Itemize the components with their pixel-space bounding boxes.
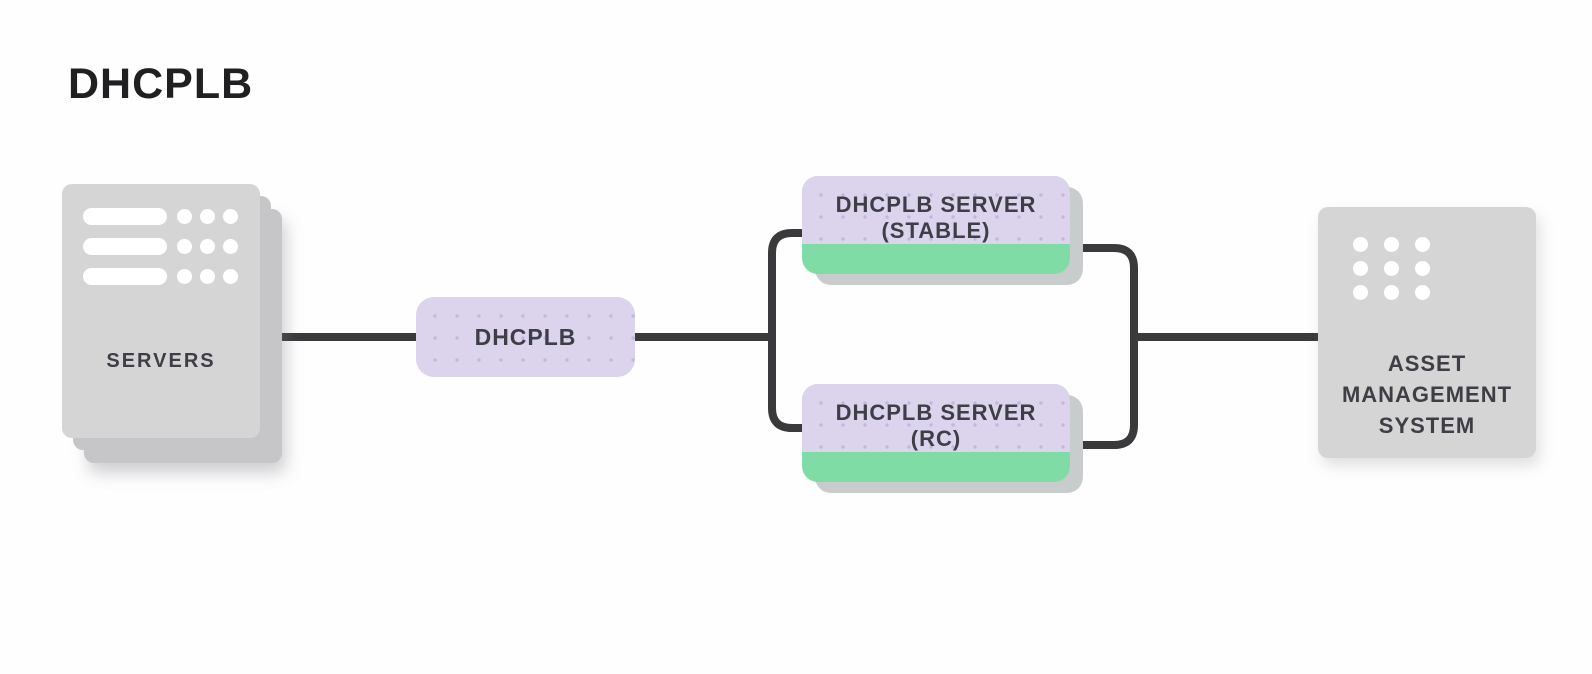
- bar: [83, 268, 167, 285]
- asset-management-label: ASSET MANAGEMENT SYSTEM: [1318, 348, 1536, 441]
- asset-management-node: ASSET MANAGEMENT SYSTEM: [1318, 207, 1536, 458]
- dot: [1384, 285, 1399, 300]
- servers-node: SERVERS: [62, 184, 282, 463]
- dot: [1353, 237, 1368, 252]
- dot: [200, 209, 215, 224]
- dhcplb-label: DHCPLB: [474, 323, 577, 350]
- dot: [177, 239, 192, 254]
- dot: [1353, 285, 1368, 300]
- bar: [83, 208, 167, 225]
- dhcplb-server-stable-label-line2: (STABLE): [881, 218, 991, 243]
- dhcplb-server-rc-label-line2: (RC): [910, 426, 962, 451]
- edge-branch-left: [768, 229, 806, 432]
- dot: [1353, 261, 1368, 276]
- server-rack-row: [83, 268, 238, 285]
- diagram-title: DHCPLB: [68, 60, 254, 108]
- dhcplb-server-stable-label-line1: DHCPLB SERVER: [835, 192, 1037, 217]
- dot: [223, 209, 238, 224]
- dhcplb-server-stable-node: DHCPLB SERVER (STABLE): [802, 176, 1070, 274]
- servers-label: SERVERS: [106, 350, 216, 372]
- dot: [1415, 285, 1430, 300]
- dhcplb-server-rc-label-line1: DHCPLB SERVER: [835, 400, 1037, 425]
- dhcplb-server-rc-header: DHCPLB SERVER (RC): [802, 384, 1070, 452]
- asset-label-line1: ASSET: [1387, 351, 1467, 376]
- asset-label-line3: SYSTEM: [1378, 413, 1476, 438]
- asset-label-line2: MANAGEMENT: [1341, 382, 1513, 407]
- dot: [223, 269, 238, 284]
- server-rack-row: [83, 238, 238, 255]
- dot: [177, 269, 192, 284]
- server-rack-icon: [83, 208, 238, 298]
- servers-card: SERVERS: [62, 184, 260, 438]
- edge-merge-right: [1066, 244, 1138, 449]
- dhcplb-server-rc-node: DHCPLB SERVER (RC): [802, 384, 1070, 482]
- dots-grid-icon: [1353, 237, 1430, 300]
- dhcplb-node: DHCPLB: [416, 297, 635, 377]
- bar: [83, 238, 167, 255]
- dot: [1384, 261, 1399, 276]
- dot: [223, 239, 238, 254]
- dot: [1415, 261, 1430, 276]
- dhcplb-server-stable-header: DHCPLB SERVER (STABLE): [802, 176, 1070, 244]
- dot: [177, 209, 192, 224]
- server-rack-row: [83, 208, 238, 225]
- dot: [200, 239, 215, 254]
- dot: [1415, 237, 1430, 252]
- dot: [1384, 237, 1399, 252]
- dot: [200, 269, 215, 284]
